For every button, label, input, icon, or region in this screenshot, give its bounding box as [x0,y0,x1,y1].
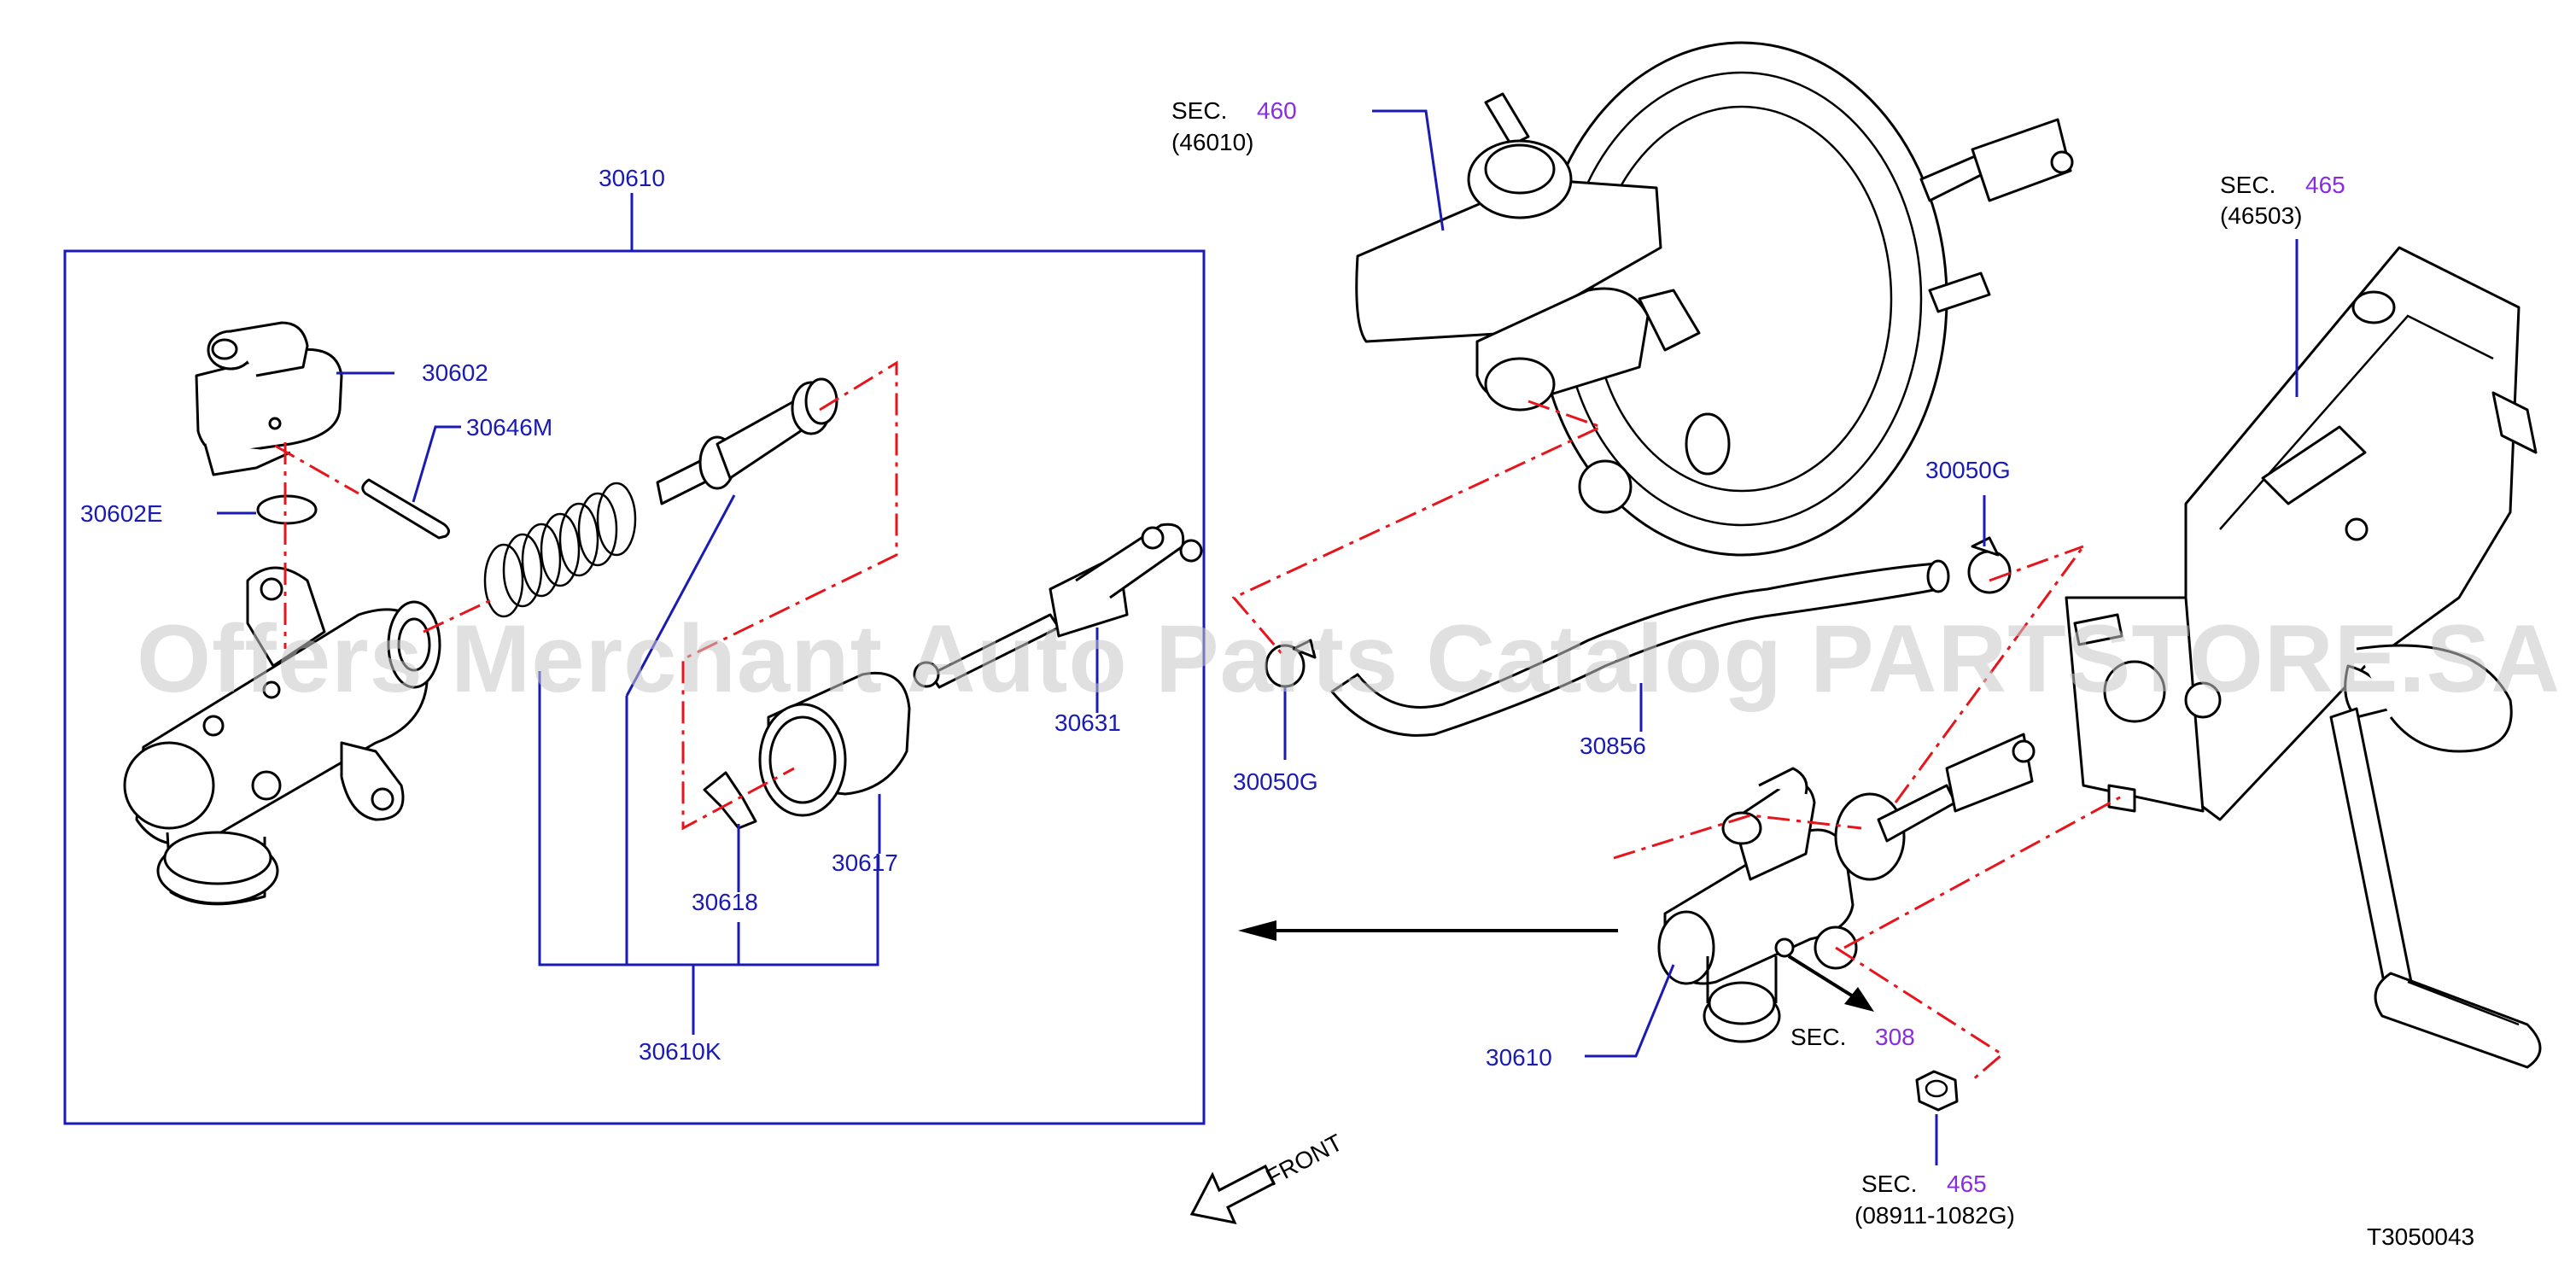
nut-part [1915,1070,1959,1112]
sec-460-number: 460 [1257,97,1297,124]
dust-boot-30617 [758,671,911,817]
sec-308-prefix: SEC. [1790,1024,1846,1050]
label-30602: 30602 [422,359,488,386]
diagram-id: T3050043 [2367,1223,2474,1250]
sec-465-prefix: SEC. [2220,172,2275,198]
clamp-30050G-bottom [1265,639,1317,688]
sec-465-number: 465 [2305,172,2345,198]
clip-30618 [703,771,757,830]
clutch-master-installed [1657,733,2036,1043]
reservoir-cap-30602 [195,321,343,476]
pin-30646M [361,478,450,540]
master-cylinder-body [123,566,441,906]
sec-308-number: 308 [1875,1024,1915,1050]
sec-465b-sub: (08911-1082G) [1855,1202,2015,1229]
sec-465b-prefix: SEC. [1861,1171,1917,1197]
label-30050G-bottom: 30050G [1233,768,1318,795]
direction-arrow [1238,920,1276,941]
group-label: 30610 [599,165,665,191]
label-30050G-top: 30050G [1925,457,2011,483]
label-30610K: 30610K [639,1038,721,1065]
sec-460-sub: (46010) [1171,129,1254,155]
label-30856: 30856 [1580,733,1646,759]
pedal-assembly [2065,246,2542,1069]
piston-rod [656,377,838,505]
kit-bracket-30610K [538,494,879,1035]
label-30631: 30631 [1054,709,1121,736]
sec-465b-number: 465 [1947,1171,1987,1197]
hose-30856 [1330,559,1950,737]
front-label: FRONT [1262,1129,1347,1191]
label-30617: 30617 [832,850,898,876]
brake-master-cylinder [1355,139,1701,412]
label-30646M: 30646M [466,414,552,441]
front-arrow [1189,1164,1276,1225]
label-30610-assembly: 30610 [1486,1044,1552,1071]
clamp-30050G-top [1967,536,2012,594]
push-rod-30631 [913,523,1203,689]
sec-460-prefix: SEC. [1171,97,1227,124]
brake-booster [1484,41,2074,557]
group-frame: 30610 [63,165,1206,1125]
return-spring [483,482,637,618]
arrow-308 [1844,987,1874,1012]
sec-465-sub: (46503) [2220,202,2303,229]
watermark: Offers Merchant Auto Parts Catalog PARTS… [137,605,2561,712]
label-30618: 30618 [692,889,758,915]
o-ring-30602E [256,494,318,525]
label-30602E: 30602E [80,500,163,527]
